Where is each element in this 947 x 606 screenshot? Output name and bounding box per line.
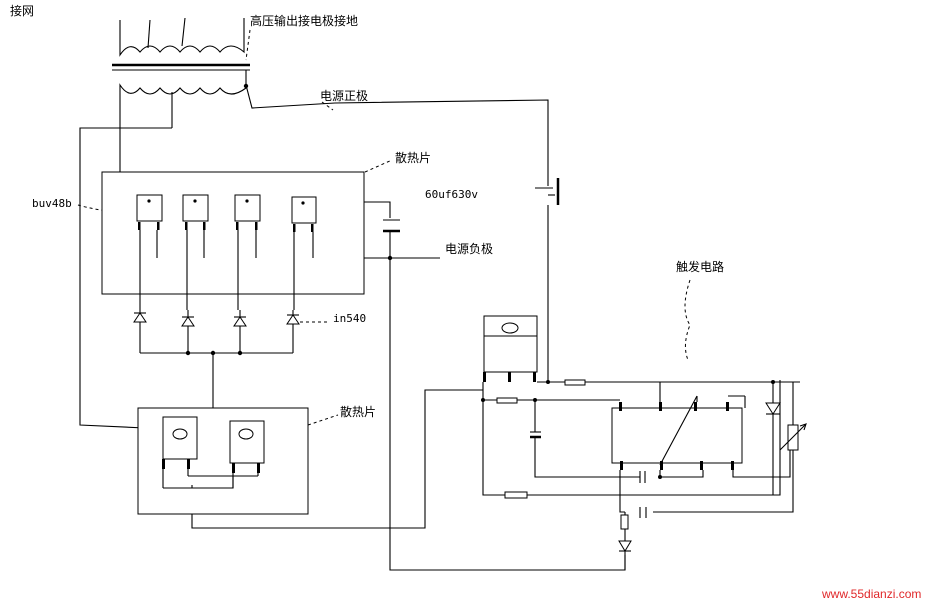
grid-connect-label: 接网 [10,3,34,18]
transistor-q4 [291,196,317,310]
power-negative-label: 电源负极 [445,242,493,256]
transistor-q5 [162,416,198,488]
diode-model-label: in540 [333,312,366,325]
diode-d4 [286,310,300,353]
heatsink-top-label: 散热片 [395,150,431,165]
heatsink-top [101,171,365,295]
trigger-circuit-label: 触发电路 [676,259,724,274]
switch-contact [535,178,560,205]
diode-d1 [133,310,147,353]
hv-output-leader [245,29,251,61]
main-capacitor [383,219,400,233]
watermark-text: www.55dianzi.com [821,587,921,601]
trigger-leader [684,279,691,361]
diode-d2 [181,310,195,353]
transistor-q6 [229,420,265,488]
transistor-q2 [182,194,209,310]
power-positive-label: 电源正极 [320,89,368,103]
trigger-circuit [481,315,807,570]
heatsink-bottom-label: 散热片 [340,404,376,419]
diode-d3 [233,310,247,353]
capacitor-value-label: 60uf630v [425,188,478,201]
hv-output-label: 高压输出接电极接地 [250,13,358,28]
heatsink-bottom-leader [307,414,339,426]
transistor-q1 [136,194,163,310]
bottom-heatsink-wiring [163,475,258,489]
timer-ic [611,407,743,464]
hv-transformer [112,17,250,128]
transistor-model-label: buv48b [32,197,72,210]
transistor-q3 [234,194,261,310]
heatsink-top-leader [364,159,393,173]
